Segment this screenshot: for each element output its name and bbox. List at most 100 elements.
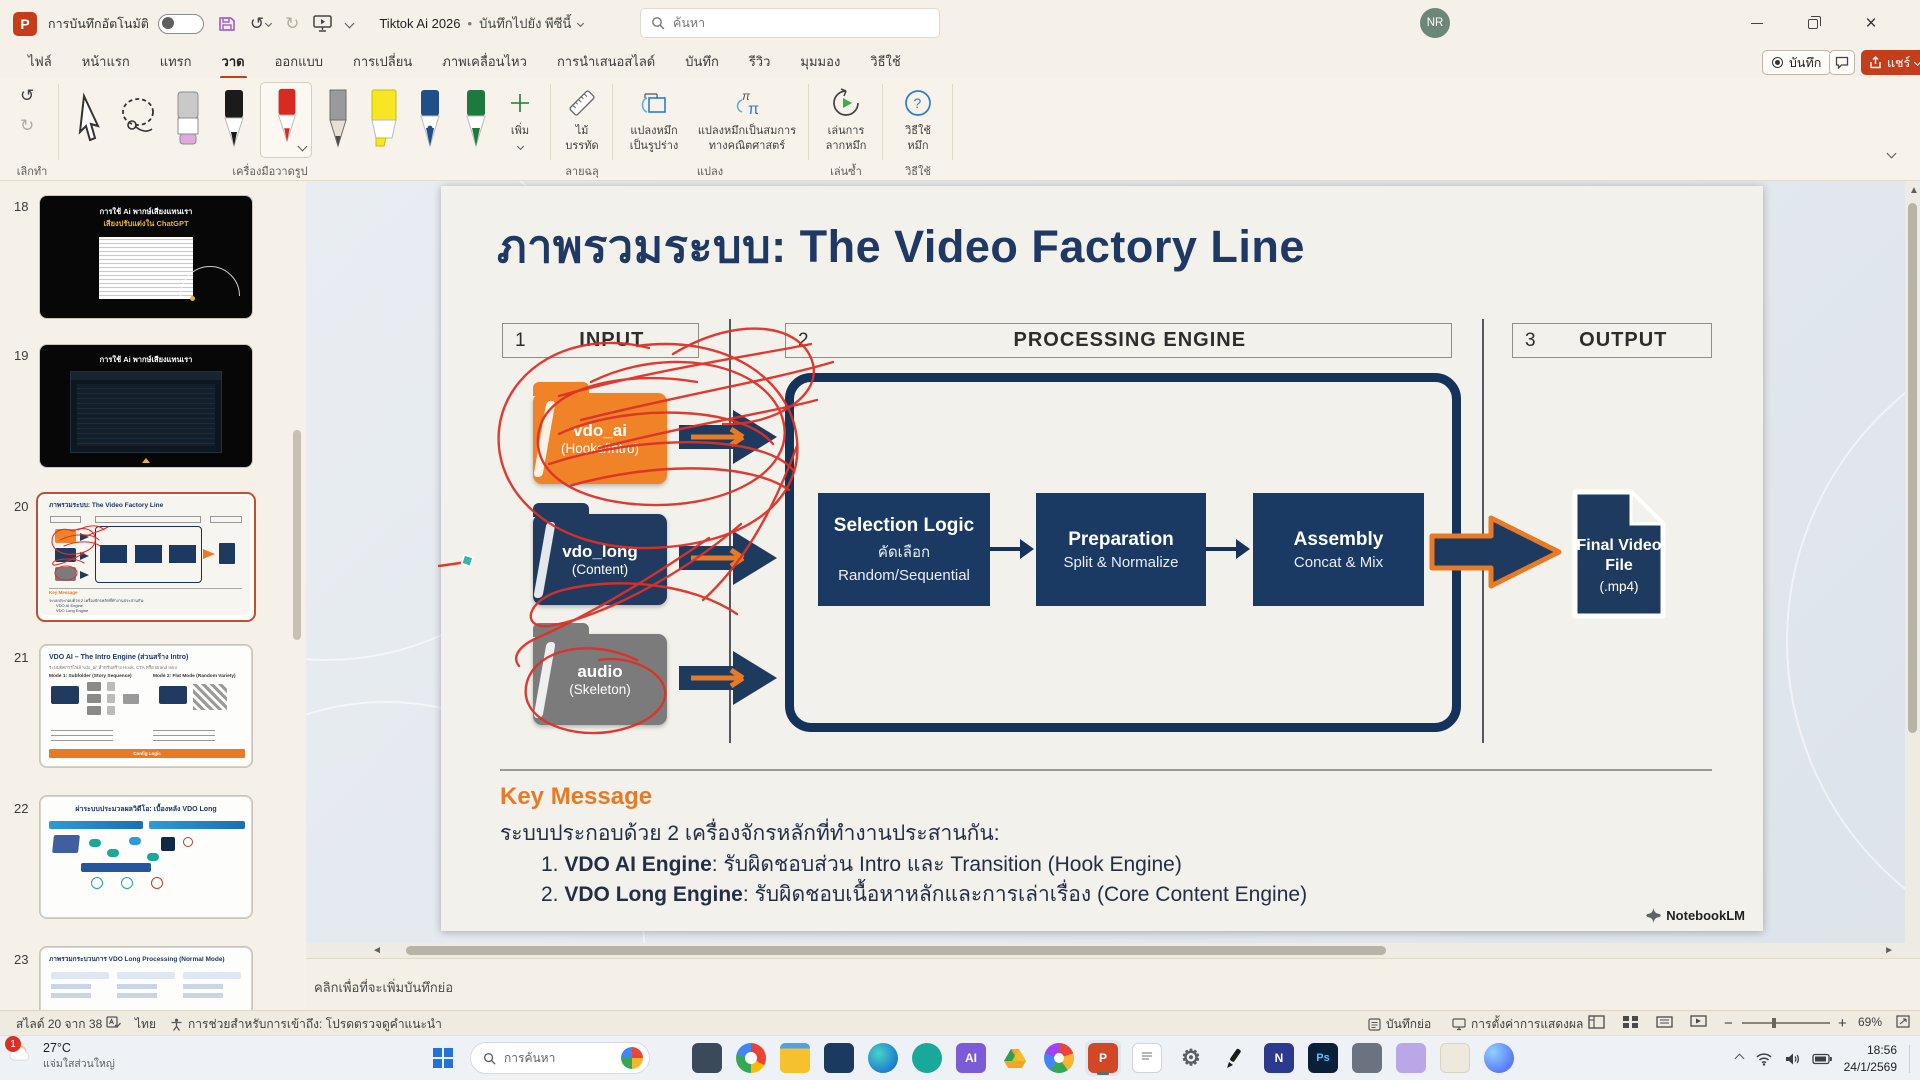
notes-placeholder[interactable]: คลิกเพื่อที่จะเพิ่มบันทึกย่อ [314, 980, 454, 995]
slide-title[interactable]: ภาพรวมระบบ: The Video Factory Line [497, 221, 1305, 272]
section-header-output[interactable]: 3 OUTPUT [1512, 323, 1712, 358]
weather-widget[interactable]: 1 27°C แจ่มใสส่วนใหญ่ [5, 1036, 115, 1073]
taskbar-app-drive[interactable] [1000, 1043, 1030, 1073]
view-normal-button[interactable] [1588, 1015, 1605, 1029]
zoom-in-button[interactable]: + [1838, 1015, 1847, 1032]
spellcheck-icon[interactable] [106, 1015, 121, 1029]
taskbar-app-powerpoint-active[interactable]: P [1085, 1040, 1121, 1076]
tray-expand-chevron[interactable] [1734, 1053, 1745, 1064]
account-avatar[interactable]: NR [1420, 8, 1450, 38]
taskbar-app-copilot[interactable] [1484, 1043, 1514, 1073]
thumbnail-scrollbar[interactable] [293, 430, 301, 640]
pen-options-chevron[interactable] [297, 141, 308, 152]
horizontal-scrollbar-thumb[interactable] [406, 946, 1386, 955]
ribbon-redo-button[interactable]: ↻ [20, 116, 35, 135]
tab-view[interactable]: มุมมอง [800, 53, 841, 69]
folder-vdo-ai[interactable]: vdo_ai (Hooks/Intro) [533, 382, 667, 484]
redo-button[interactable]: ↻ [285, 13, 300, 33]
ink-help-button[interactable]: ? วิธีใช้หมึก [890, 86, 946, 154]
green-pen-tool[interactable] [460, 88, 492, 152]
taskbar-app-task-view[interactable] [692, 1043, 722, 1073]
select-tool[interactable] [72, 88, 108, 148]
battery-icon[interactable] [1811, 1053, 1832, 1065]
zoom-level[interactable]: 69% [1858, 1015, 1883, 1029]
notes-toggle[interactable]: บันทึกย่อ [1368, 1015, 1431, 1034]
close-button[interactable]: × [1865, 12, 1877, 34]
ribbon-search-box[interactable] [640, 8, 940, 38]
taskbar-app-sticky[interactable] [1440, 1043, 1470, 1073]
accessibility-status[interactable]: การช่วยสำหรับการเข้าถึง: โปรดตรวจดูคำแนะ… [170, 1015, 442, 1034]
yellow-highlighter-tool[interactable] [366, 88, 402, 152]
ribbon-undo-button[interactable]: ↺ [20, 86, 35, 105]
tab-animations[interactable]: ภาพเคลื่อนไหว [442, 53, 527, 69]
view-reading-button[interactable] [1656, 1015, 1673, 1029]
wifi-icon[interactable] [1755, 1052, 1773, 1066]
engine-box-assembly[interactable]: Assembly Concat & Mix [1253, 493, 1424, 606]
restore-button[interactable] [1790, 0, 1836, 47]
slide-editing-surface[interactable]: ภาพรวมระบบ: The Video Factory Line 1 INP… [437, 186, 1763, 931]
ruler-tool[interactable]: ไม้บรรทัด [558, 86, 606, 154]
scroll-left-arrow[interactable]: ◄ [372, 945, 382, 956]
final-video-file-icon[interactable] [1567, 486, 1671, 622]
scroll-up-arrow[interactable]: ▲ [1909, 185, 1919, 196]
tab-file[interactable]: ไฟล์ [28, 53, 52, 69]
taskbar-app-pen[interactable] [1220, 1043, 1250, 1073]
taskbar-app-notes[interactable] [1132, 1043, 1162, 1073]
slide-thumbnail-19[interactable]: การใช้ Ai พากษ์เสียงแทนเรา [40, 345, 252, 467]
volume-icon[interactable] [1785, 1052, 1800, 1066]
folder-vdo-long[interactable]: vdo_long (Content) [533, 503, 667, 605]
tab-insert[interactable]: แทรก [159, 53, 192, 69]
ink-replay-button[interactable]: เล่นการลากหมึก [816, 86, 876, 154]
section-header-input[interactable]: 1 INPUT [502, 323, 699, 358]
tab-home[interactable]: หน้าแรก [81, 53, 130, 69]
taskbar-app-ai-assistant[interactable]: AI [956, 1043, 986, 1073]
view-slide-sorter-button[interactable] [1622, 1015, 1639, 1029]
display-settings-button[interactable]: การตั้งค่าการแสดงผล [1452, 1015, 1583, 1034]
slide-thumbnail-21[interactable]: VDO AI – The Intro Engine (ส่วนสร้าง Int… [40, 645, 252, 767]
taskbar-app-tool[interactable] [1352, 1043, 1382, 1073]
scroll-right-arrow[interactable]: ► [1884, 945, 1894, 956]
tab-help[interactable]: วิธีใช้ [870, 53, 901, 69]
engine-box-preparation[interactable]: Preparation Split & Normalize [1036, 493, 1206, 606]
zoom-slider[interactable] [1742, 1018, 1830, 1028]
present-from-beginning-icon[interactable] [313, 15, 333, 32]
taskbar-app-chrome[interactable] [736, 1043, 766, 1073]
taskbar-app-edge[interactable] [868, 1043, 898, 1073]
add-pen-button[interactable]: เพิ่ม [498, 86, 542, 154]
minimize-button[interactable] [1734, 0, 1780, 47]
tab-transitions[interactable]: การเปลี่ยน [352, 53, 413, 69]
taskbar-app-photoshop[interactable]: Ps [1308, 1043, 1338, 1073]
language-button[interactable]: ไทย [135, 1017, 156, 1031]
red-pen-tool-selected[interactable] [260, 82, 312, 158]
taskbar-search[interactable]: การค้นหา [470, 1042, 650, 1074]
view-slideshow-button[interactable] [1690, 1015, 1707, 1029]
blue-pen-tool[interactable] [414, 88, 446, 152]
autosave-toggle[interactable] [157, 13, 204, 34]
section-header-processing[interactable]: 2 PROCESSING ENGINE [785, 323, 1452, 358]
tab-design[interactable]: ออกแบบ [274, 53, 323, 69]
document-title-group[interactable]: Tiktok Ai 2026 • บันทึกไปยัง พีซีนี้ [379, 13, 585, 34]
start-button[interactable] [428, 1043, 458, 1073]
slide-thumbnail-23[interactable]: ภาพรวมกระบวนการ VDO Long Processing (Nor… [40, 947, 252, 1010]
slide-thumbnail-20-selected[interactable]: ภาพรวมระบบ: The Video Factory Line [36, 492, 256, 622]
tab-slideshow[interactable]: การนำเสนอสไลด์ [556, 53, 656, 69]
folder-audio[interactable]: audio (Skeleton) [533, 623, 667, 725]
key-message-intro[interactable]: ระบบประกอบด้วย 2 เครื่องจักรหลักที่ทำงาน… [500, 822, 1000, 845]
show-desktop-divider[interactable] [1909, 1044, 1910, 1073]
black-pen-tool[interactable] [218, 88, 250, 152]
key-message-item-1[interactable]: 1. VDO AI Engine: รับผิดชอบส่วน Intro แล… [541, 853, 1182, 876]
taskbar-app-mail[interactable] [824, 1043, 854, 1073]
horizontal-scrollbar[interactable]: ◄ ► [306, 943, 1920, 958]
zoom-out-button[interactable]: − [1724, 1015, 1733, 1032]
taskbar-app-chat[interactable] [1396, 1043, 1426, 1073]
taskbar-app-photos[interactable] [1044, 1043, 1074, 1073]
collapse-ribbon-chevron[interactable] [1886, 148, 1897, 159]
share-button[interactable]: แชร์ [1861, 50, 1920, 75]
pencil-tool[interactable] [322, 88, 354, 152]
search-input[interactable] [673, 16, 903, 30]
save-icon[interactable] [218, 15, 236, 33]
taskbar-app-settings[interactable]: ⚙ [1181, 1045, 1201, 1070]
tab-record[interactable]: บันทึก [685, 53, 719, 69]
key-message-heading[interactable]: Key Message [500, 783, 653, 810]
